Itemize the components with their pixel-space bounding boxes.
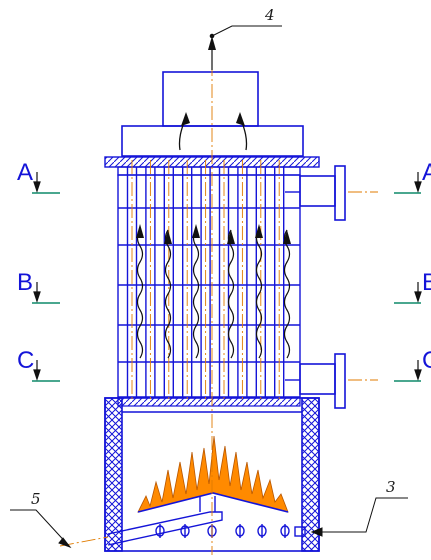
section-label-left-b: B <box>17 269 33 296</box>
callout-4: 4 <box>264 6 275 24</box>
burner-nozzles <box>155 524 306 538</box>
outlet-arrow <box>208 36 216 70</box>
tube-flow-arrows <box>136 224 291 359</box>
burner-flame <box>137 435 289 513</box>
burner-pipe <box>107 496 223 546</box>
section-label-left-c: C <box>17 347 34 374</box>
lower-side-nozzle <box>299 353 346 409</box>
callout-3: 3 <box>386 478 396 496</box>
callout-leaders <box>10 25 408 549</box>
tube-bundle <box>117 167 301 398</box>
section-label-right-a: A <box>422 159 431 186</box>
upper-side-nozzle <box>299 165 346 221</box>
section-label-right-c: C <box>422 347 431 374</box>
section-label-right-b: B <box>422 269 431 296</box>
callout-5: 5 <box>31 490 41 508</box>
section-arrows <box>33 172 422 381</box>
firebox <box>104 397 320 552</box>
section-markers <box>32 192 421 382</box>
outlet-dome <box>121 71 304 157</box>
dome-flow-arrows <box>178 112 248 151</box>
section-label-left-a: A <box>17 159 33 186</box>
